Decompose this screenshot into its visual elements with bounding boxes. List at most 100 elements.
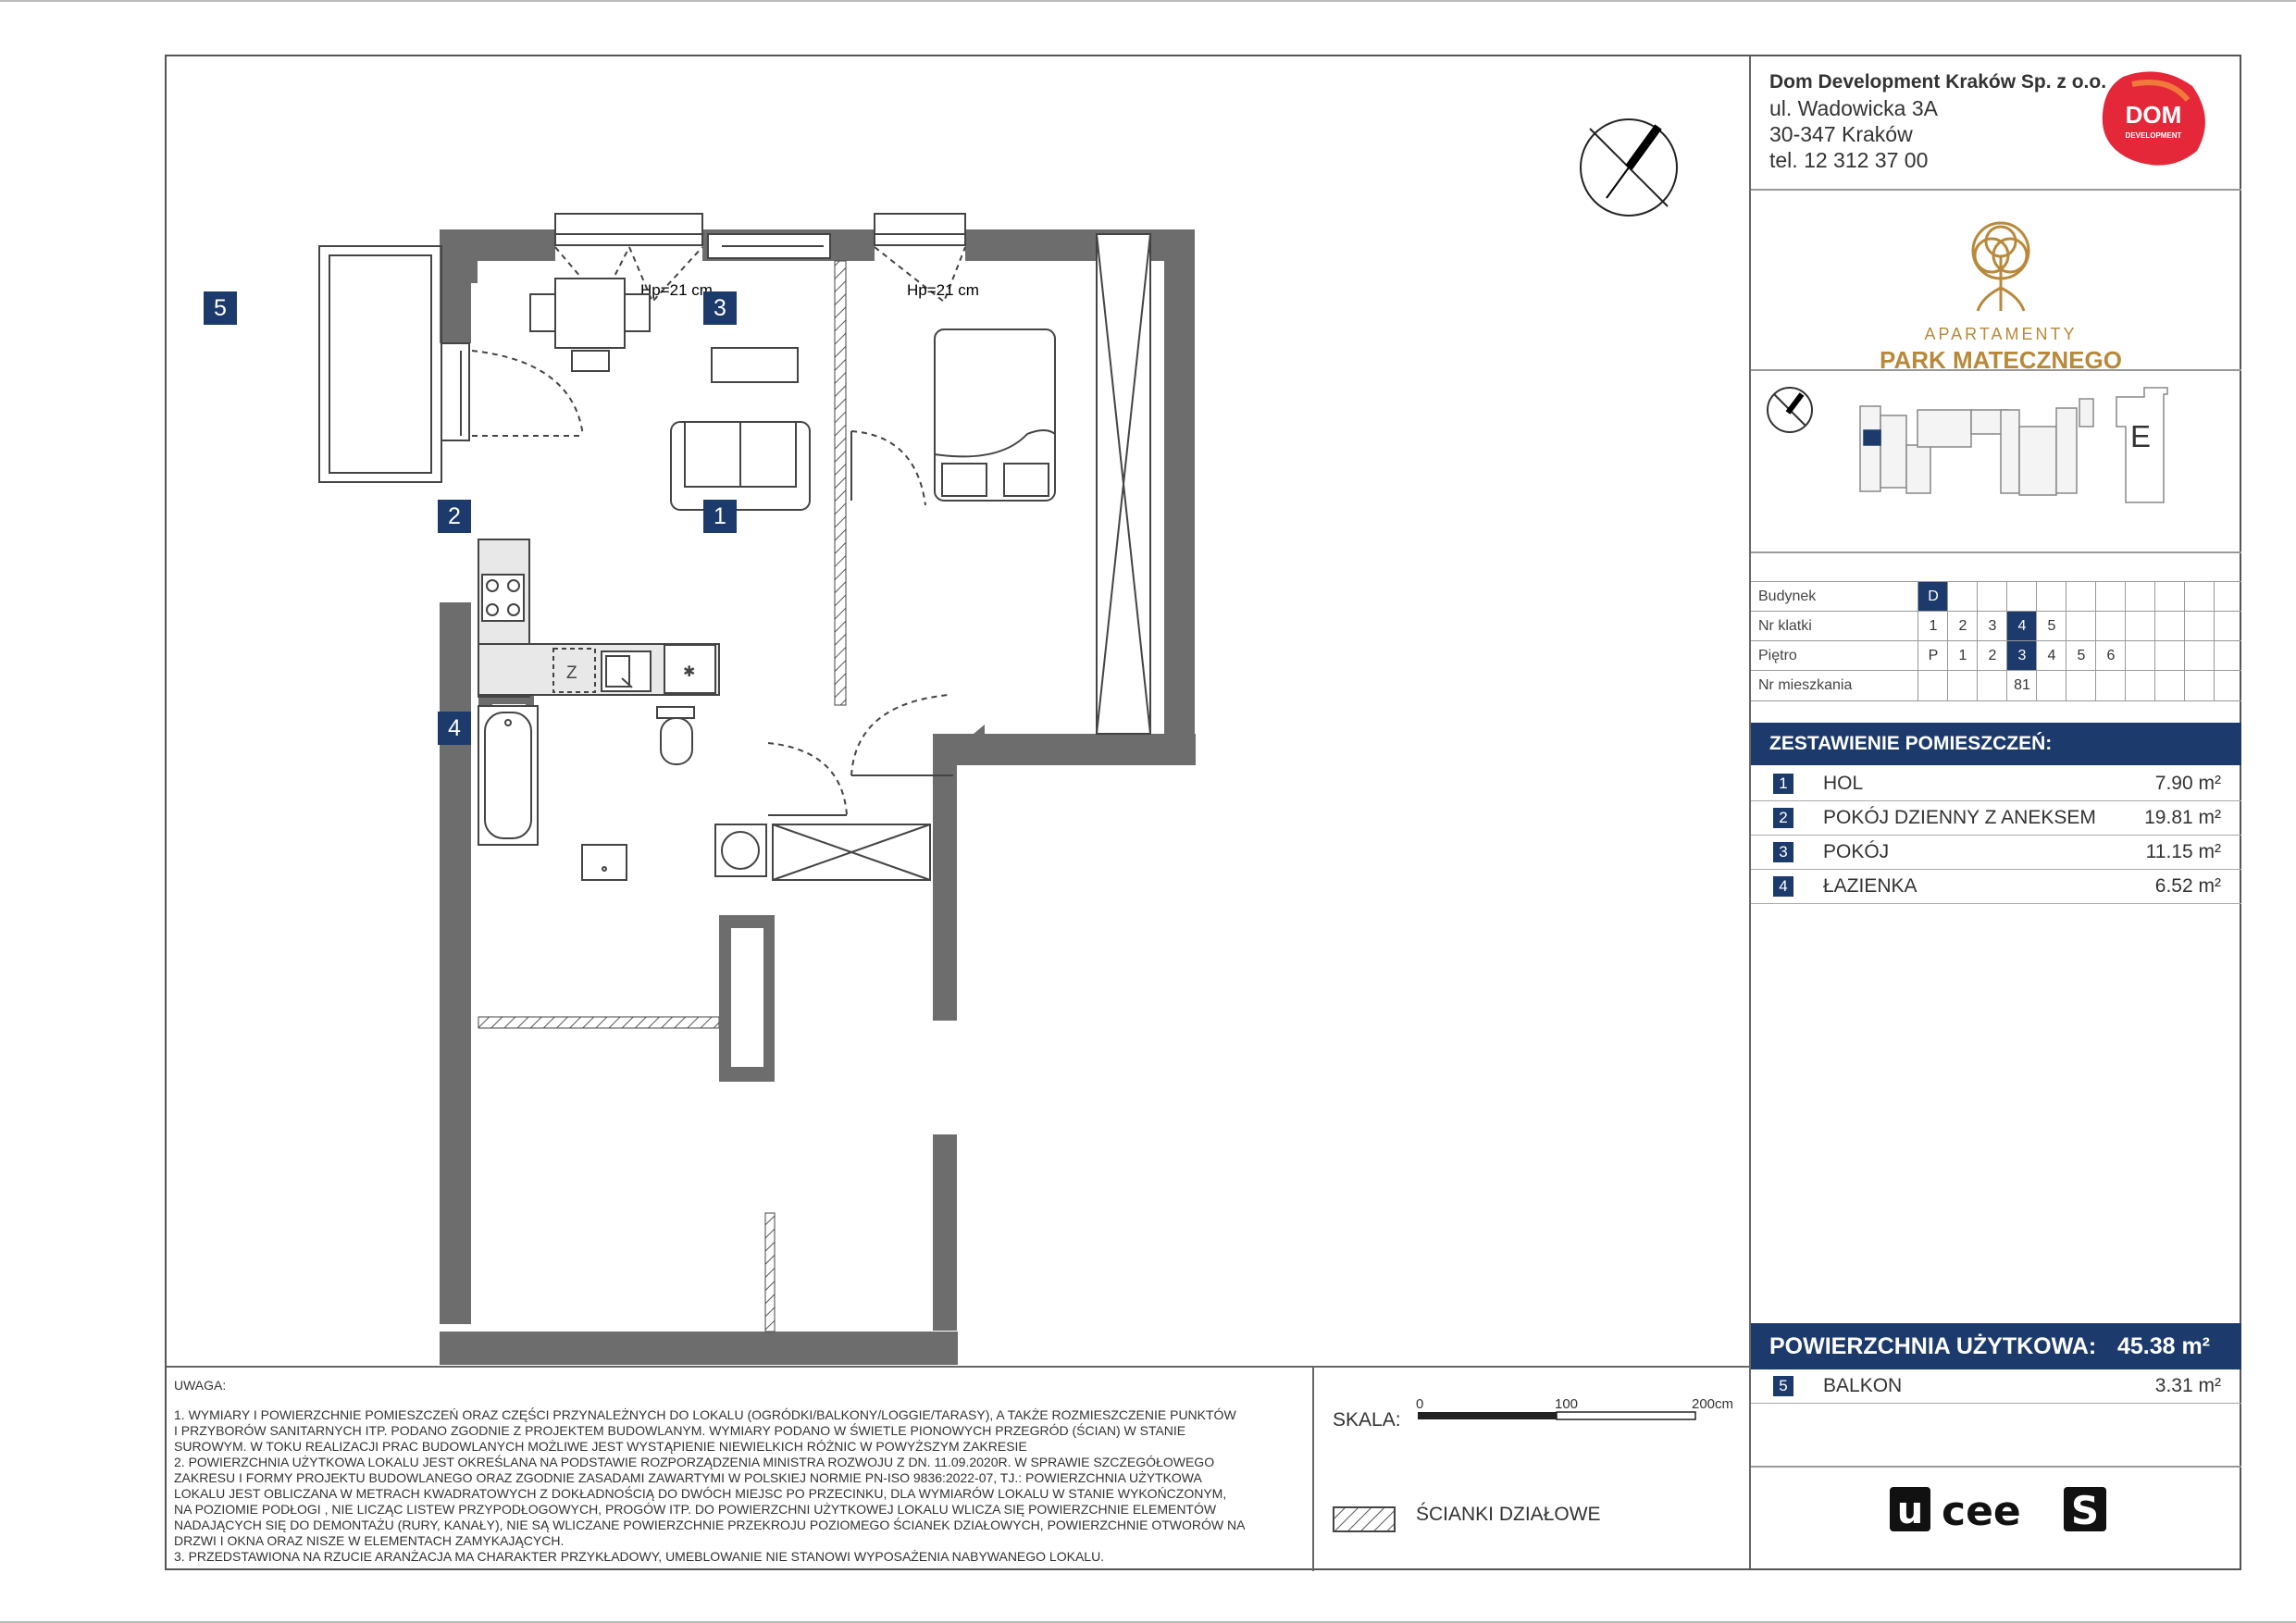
notes-line: 2. POWIERZCHNIA UŻYTKOWA LOKALU JEST OKR… [174,1455,1215,1469]
cell [2214,582,2244,612]
notes-line: LOKALU JEST OBLICZANA W METRACH KWADRATO… [174,1486,1227,1501]
room-tag-3: 3 [703,291,737,325]
dishwasher: ✱ [664,644,716,694]
room-name: ŁAZIENKA [1823,875,1917,897]
sheet-bottom-border [0,1621,2296,1623]
total-area-label: POWIERZCHNIA UŻYTKOWA: [1769,1333,2097,1359]
svg-text:cee: cee [1942,1488,2021,1535]
washbasin [581,844,627,881]
kitchen-sink [601,650,652,692]
cooktop [481,574,525,622]
scale-tick-100: 100 [1555,1396,1578,1412]
room-area: 7.90 m² [2154,773,2221,794]
cell: 3 [1977,612,2007,641]
keyplan-building-e [2116,387,2168,503]
scale-tick-200: 200cm [1692,1396,1733,1412]
cell [2036,582,2066,612]
drawing-frame [165,55,2241,1570]
divider [1751,551,2241,553]
room-area: 19.81 m² [2144,807,2221,828]
dom-logo-line1: DOM [2126,101,2182,129]
row-pietro: Piętro P 1 2 3 4 5 6 [1751,640,2241,671]
cell [2095,612,2126,641]
cell [1977,671,2007,700]
room-tag-5: 5 [204,291,237,325]
uceeS-logo: u cee S [1890,1487,2106,1535]
notes-line: NADAJĄCYCH SIĘ DO DEMONTAŻU (RURY, KANAŁ… [174,1518,1246,1532]
rooms-header: ZESTAWIENIE POMIESZCZEŃ: [1751,723,2241,765]
cell: 4 [2036,641,2066,671]
window-top-right [874,213,966,304]
room-num: 4 [1773,876,1793,897]
svg-text:✱: ✱ [683,664,695,680]
notes-line: 3. PRZEDSTAWIONA NA RZUCIE ARANŻACJA MA … [174,1549,1105,1564]
project-logo: APARTAMENTY PARK MATECZNEGO [1825,214,2177,374]
svg-text:S: S [2071,1488,2099,1533]
hatch-legend-icon [1333,1506,1396,1532]
notes-header: UWAGA: [174,1378,227,1393]
cell [2066,671,2096,700]
dom-development-logo: DOM DEVELOPMENT [2102,71,2205,166]
cell: P [1917,641,1948,671]
keyplan-north-icon [1767,387,1813,433]
cell: 2 [1977,641,2007,671]
scale-label: SKALA: [1333,1409,1401,1431]
cell [2154,641,2185,671]
toilet [656,706,695,765]
company-name: Dom Development Kraków Sp. z o.o. [1769,71,2107,93]
cell: 3 [2006,641,2037,671]
notes-line: DRZWI I OKNA ORAZ NISZE W ELEMENTACH ZAM… [174,1533,565,1548]
scale-legend-block: SKALA: 0 100 200cm ŚCIANKI DZIAŁOWE [1312,1366,1751,1571]
room-num: 5 [1773,1376,1793,1396]
fridge [552,648,596,693]
cell [1977,582,2007,612]
floor-plan-drawing: Hp=21 cm Hp=21 cm [318,118,1678,1365]
door-entrance [850,694,953,776]
wardrobe [1096,233,1151,735]
company-block: Dom Development Kraków Sp. z o.o. ul. Wa… [1769,69,2106,173]
notes-block: UWAGA: 1. WYMIARY I POWIERZCHNIE POMIESZ… [167,1366,1312,1571]
svg-text:u: u [1897,1490,1923,1532]
label-nr-klatki: Nr klatki [1758,618,1812,634]
cell [2095,671,2126,700]
divider [1751,1466,2241,1468]
room-area: 3.31 m² [2154,1375,2221,1396]
balcony-row: 5 BALKON 3.31 m² [1751,1369,2241,1404]
cell: 1 [1917,612,1948,641]
room-area: 11.15 m² [2145,841,2221,862]
dining-table [529,278,651,372]
fridge-mark: Z [566,663,577,683]
bed [934,328,1056,502]
cell: 5 [2036,612,2066,641]
cell [2154,671,2185,700]
partition-walls [478,260,847,1332]
notes-body: 1. WYMIARY I POWIERZCHNIE POMIESZCZEŃ OR… [174,1407,1303,1565]
notes-line: I PRZYBORÓW SANITARNYCH ITP. PODANO ZGOD… [174,1423,1186,1438]
cell [2184,671,2215,700]
key-plan: E [1767,387,2168,503]
company-phone: tel. 12 312 37 00 [1769,148,1929,172]
sofa [670,421,811,511]
total-area-value: 45.38 m² [2116,1333,2210,1359]
washing-machine [714,824,767,877]
row-budynek: Budynek D [1751,581,2241,612]
notes-line: ZAKRESU I FORMY PROJEKTU BUDOWLANEGO ORA… [174,1470,1202,1485]
cell: 2 [1947,612,1978,641]
cell: 5 [2066,641,2096,671]
notes-line: 1. WYMIARY I POWIERZCHNIE POMIESZCZEŃ OR… [174,1407,1236,1422]
dom-logo-line2: DEVELOPMENT [2126,131,2182,140]
row-nr-mieszkania: Nr mieszkania 81 [1751,670,2241,701]
room-tag-1: 1 [703,500,737,533]
keyplan-buildings [1859,398,2094,496]
room-num: 2 [1773,808,1793,828]
floor-plan: Hp=21 cm Hp=21 cm [167,56,1749,1366]
divider [1751,189,2241,191]
cell: 1 [1947,641,1978,671]
cell [1947,582,1978,612]
shelf [707,233,831,259]
door-bathroom [767,742,848,816]
cell [2066,612,2096,641]
room-tag-2: 2 [438,500,471,533]
notes-line: NA POZIOMIE PODŁOGI , NIE LICZĄC LISTEW … [174,1502,1217,1517]
cell [2214,612,2244,641]
